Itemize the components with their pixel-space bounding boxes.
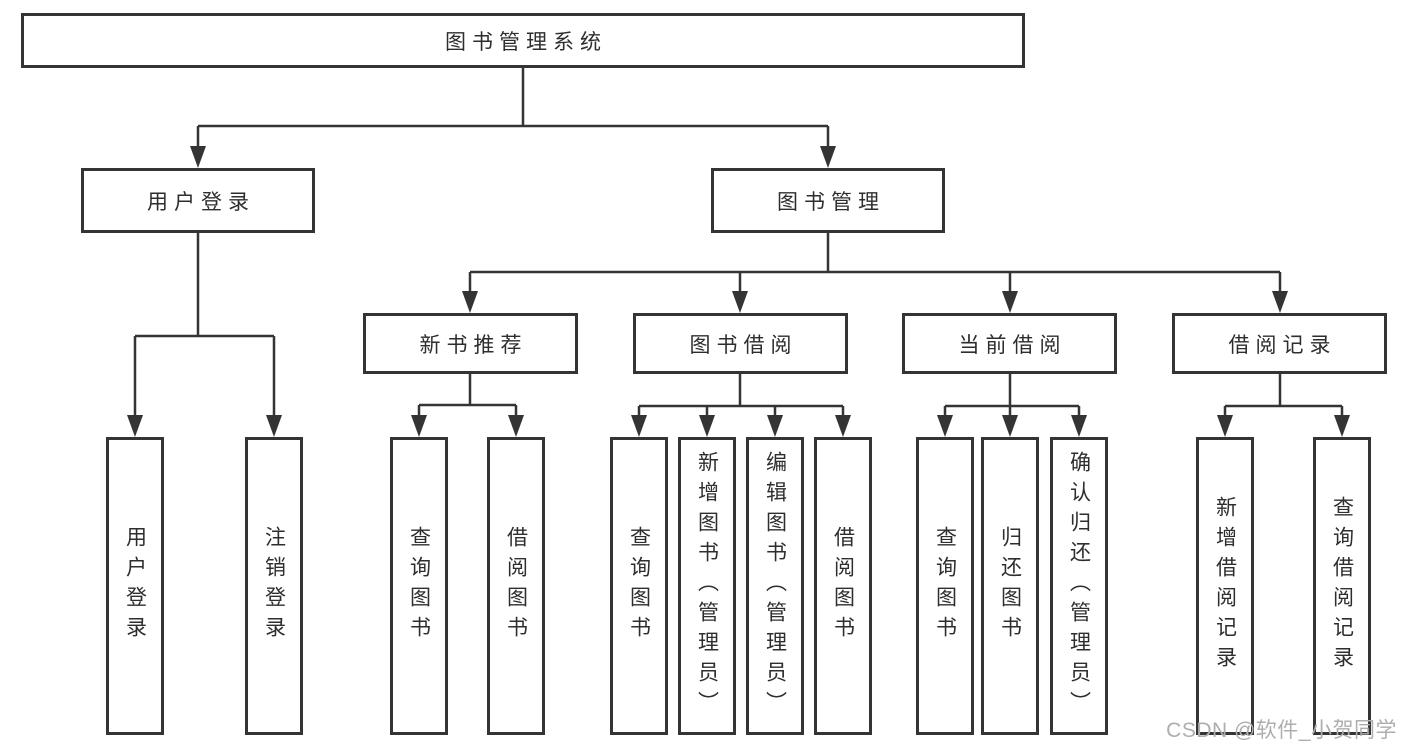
node-new-book-recommend: 新书推荐 (363, 313, 578, 374)
connector-user-login (127, 233, 282, 437)
leaf-add-borrow-record: 新增借阅记录 (1196, 437, 1254, 735)
node-borrowing-records: 借阅记录 (1172, 313, 1387, 374)
leaf-query-books-current: 查询图书 (916, 437, 974, 735)
connector-new-book-recommend (411, 374, 524, 437)
connector-book-management (462, 233, 1288, 313)
node-user-login: 用户登录 (81, 168, 315, 233)
leaf-logout: 注销登录 (245, 437, 303, 735)
node-book-borrowing: 图书借阅 (633, 313, 848, 374)
leaf-query-books-borrowing: 查询图书 (610, 437, 668, 735)
leaf-user-login: 用户登录 (106, 437, 164, 735)
connector-borrowing-records (1217, 374, 1350, 437)
leaf-add-books-admin: 新增图书（管理员） (678, 437, 736, 735)
leaf-borrow-books-recommend: 借阅图书 (487, 437, 545, 735)
leaf-edit-books-admin: 编辑图书（管理员） (746, 437, 804, 735)
node-root-library-system: 图书管理系统 (21, 13, 1025, 68)
csdn-watermark: CSDN @软件_小贺同学 (1166, 719, 1397, 742)
leaf-borrow-books-borrowing: 借阅图书 (814, 437, 872, 735)
leaf-return-books: 归还图书 (981, 437, 1039, 735)
connector-root (190, 68, 836, 168)
connector-book-borrowing (631, 374, 851, 437)
leaf-query-borrow-record: 查询借阅记录 (1313, 437, 1371, 735)
leaf-query-books-recommend: 查询图书 (390, 437, 448, 735)
node-book-management: 图书管理 (711, 168, 945, 233)
connector-current-borrowing (937, 374, 1087, 437)
node-current-borrowing: 当前借阅 (902, 313, 1117, 374)
leaf-confirm-return-admin: 确认归还（管理员） (1050, 437, 1108, 735)
